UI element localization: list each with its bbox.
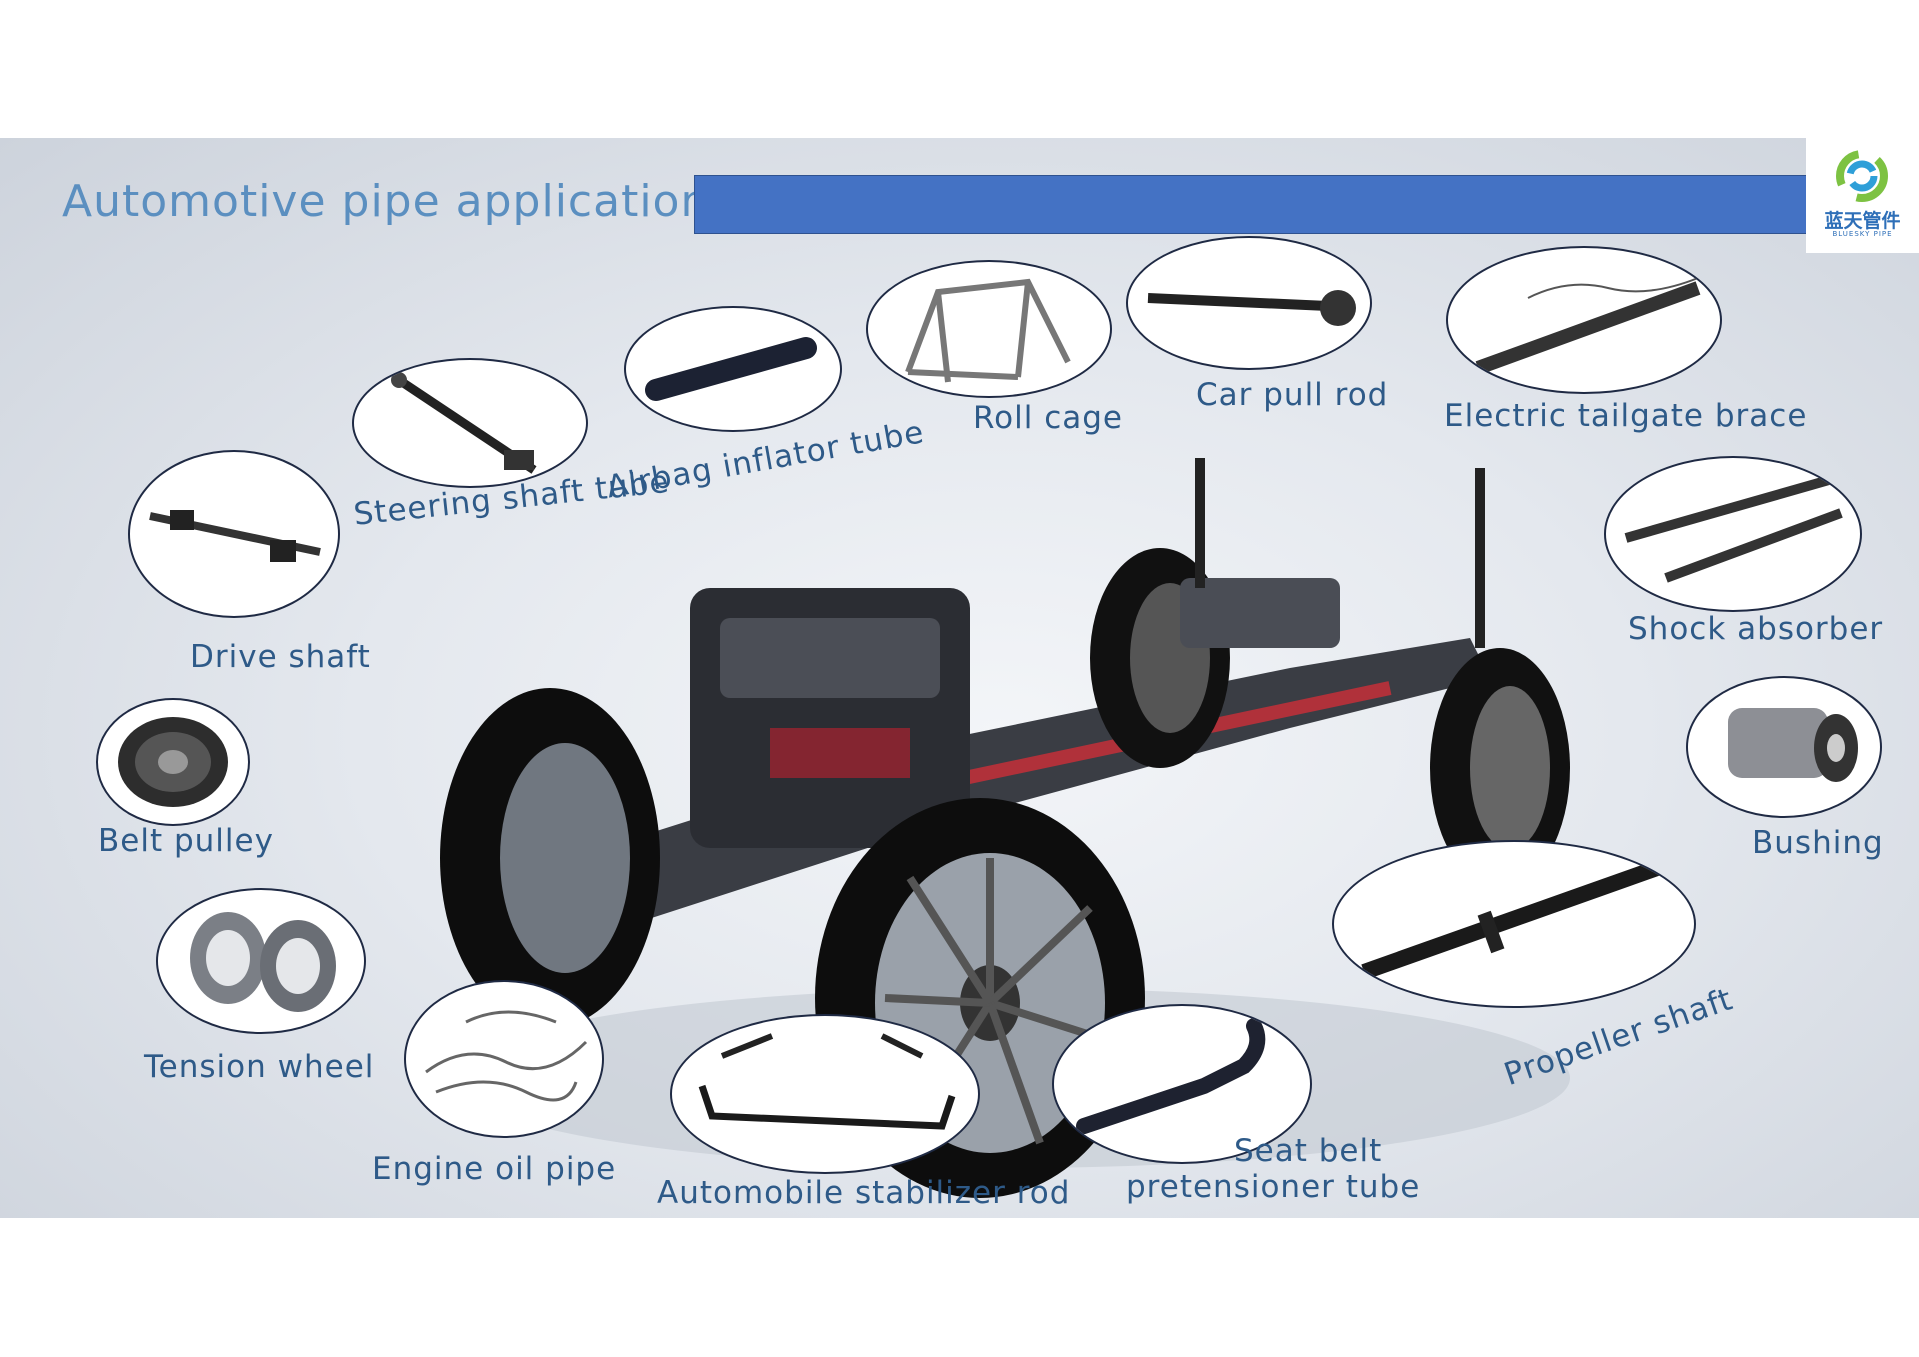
drive-shaft-image	[128, 450, 340, 618]
oil-pipe-icon	[425, 1010, 588, 1102]
steering-shaft-icon	[391, 372, 537, 474]
roll-cage-label: Roll cage	[973, 400, 1123, 436]
propeller-shaft-icon	[1361, 854, 1677, 980]
electric-tailgate-brace-label: Electric tailgate brace	[1444, 398, 1808, 434]
logo-text-cn: 蓝天管件	[1824, 210, 1901, 232]
bushing-icon	[1728, 708, 1858, 782]
seat-belt-label-line1: Seat belt	[1234, 1133, 1383, 1169]
title-bar	[694, 175, 1808, 234]
seat-belt-pretensioner-tube-label: Seat belt pretensioner tube	[1126, 1133, 1421, 1205]
belt-pulley-icon	[118, 717, 228, 807]
tension-wheel-icon	[190, 912, 336, 1012]
tension-wheel-image	[156, 888, 366, 1034]
roll-cage-icon	[905, 278, 1071, 383]
drive-shaft-icon	[149, 510, 321, 562]
seat-belt-tube-icon	[1076, 1018, 1266, 1134]
page-title: Automotive pipe application	[62, 176, 710, 227]
tailgate-brace-icon	[1475, 277, 1701, 375]
seat-belt-label-line2: pretensioner tube	[1126, 1168, 1421, 1205]
pull-rod-icon	[1147, 290, 1356, 326]
automobile-stabilizer-rod-image	[670, 1014, 980, 1174]
bushing-label: Bushing	[1752, 825, 1884, 861]
engine-oil-pipe-image	[404, 980, 604, 1138]
logo-swirl-icon	[1836, 150, 1888, 202]
propeller-shaft-image	[1332, 840, 1696, 1008]
car-pull-rod-label: Car pull rod	[1196, 377, 1389, 413]
belt-pulley-label: Belt pulley	[98, 823, 274, 859]
slide: Automotive pipe application 蓝天管件 BLUESKY…	[0, 138, 1919, 1218]
drive-shaft-label: Drive shaft	[190, 639, 371, 675]
tension-wheel-label: Tension wheel	[144, 1049, 375, 1085]
belt-pulley-image	[96, 698, 250, 826]
steering-shaft-tube-image	[352, 358, 588, 488]
electric-tailgate-brace-image	[1446, 246, 1722, 394]
shock-absorber-label: Shock absorber	[1628, 611, 1884, 647]
engine-oil-pipe-label: Engine oil pipe	[372, 1151, 617, 1187]
stabilizer-rod-icon	[698, 1033, 956, 1130]
shock-absorber-icon	[1624, 473, 1843, 583]
airbag-tube-icon	[645, 337, 817, 401]
automobile-stabilizer-rod-label: Automobile stabilizer rod	[657, 1175, 1071, 1211]
seat-belt-pretensioner-tube-image	[1052, 1004, 1312, 1164]
car-pull-rod-image	[1126, 236, 1372, 370]
logo: 蓝天管件 BLUESKY PIPE	[1806, 138, 1919, 253]
shock-absorber-image	[1604, 456, 1862, 612]
airbag-inflator-tube-image	[624, 306, 842, 432]
bushing-image	[1686, 676, 1882, 818]
logo-text-en: BLUESKY PIPE	[1832, 230, 1893, 238]
roll-cage-image	[866, 260, 1112, 398]
